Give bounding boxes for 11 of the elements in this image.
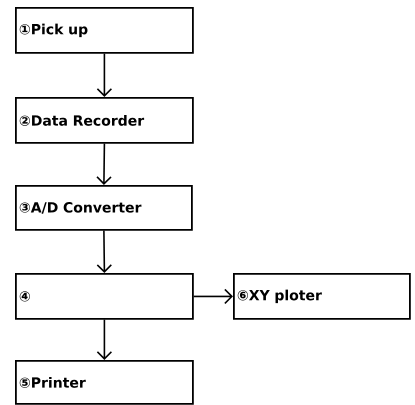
arrow [96,54,112,97]
process-box: ⑥XY ploter [233,273,411,320]
process-box: ⑤Printer [15,360,194,405]
arrow [194,288,233,304]
process-box: ④ [15,273,194,320]
arrow [96,144,112,185]
arrow [96,320,112,360]
process-box: ②Data Recorder [15,97,194,144]
process-box: ③A/D Converter [15,185,193,231]
arrow [96,230,112,273]
process-box: ①Pick up [15,7,194,54]
